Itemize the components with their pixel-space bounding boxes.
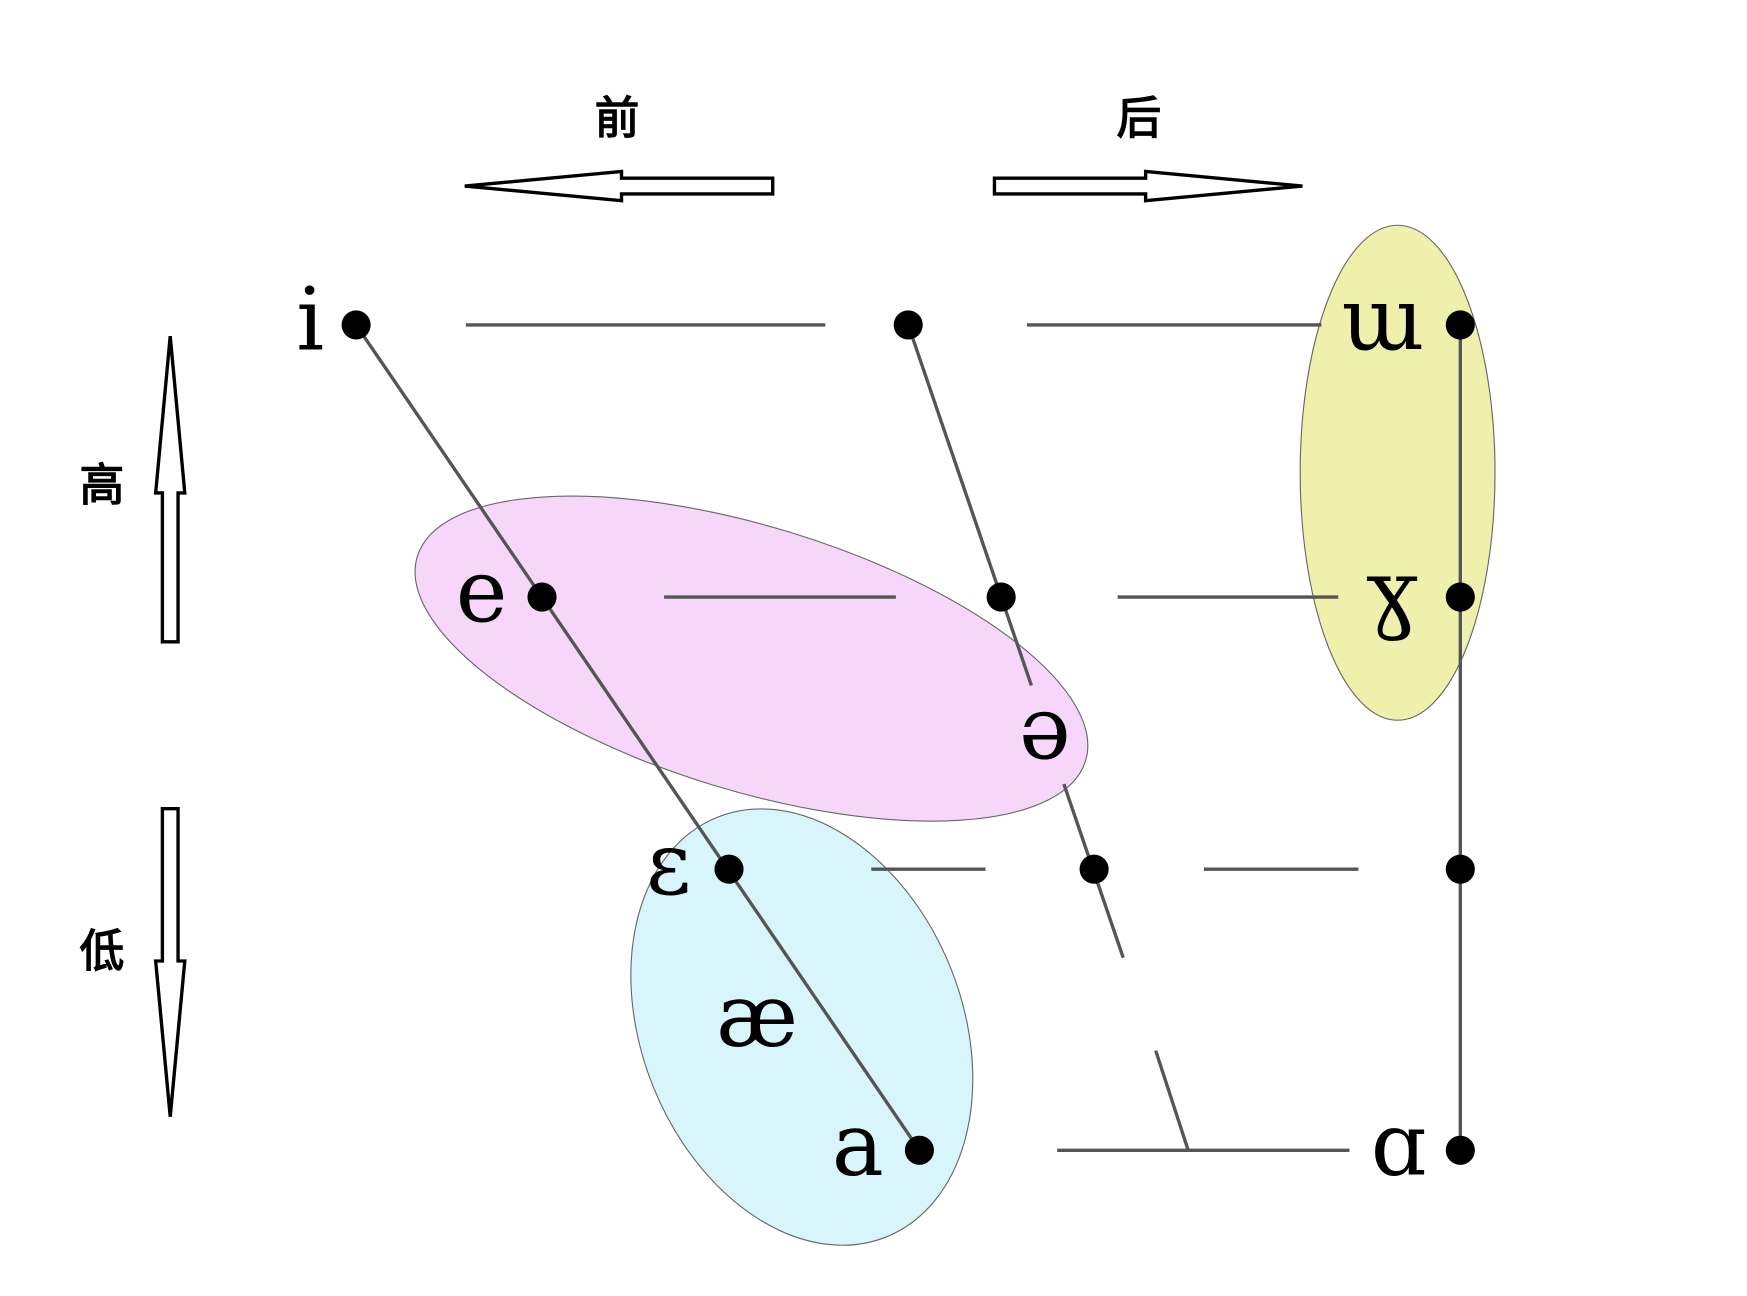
vowel-u-unrounded: ɯ xyxy=(1342,269,1425,371)
vowel-dot-open-mid-back xyxy=(1445,854,1475,884)
vowel-a: a xyxy=(832,1094,884,1196)
down-arrow-icon xyxy=(153,807,187,1117)
left-arrow-icon xyxy=(464,169,775,203)
high-label: 高 xyxy=(80,459,125,512)
vowel-e: e xyxy=(456,541,508,643)
vowel-dot-a xyxy=(904,1135,934,1165)
up-arrow-icon xyxy=(153,335,187,644)
vowel-schwa: ə xyxy=(1019,677,1071,779)
chart-lines xyxy=(354,323,1462,1152)
vowel-dot-open-mid-central xyxy=(1079,854,1109,884)
vowel-dot-high-central xyxy=(893,310,923,340)
front-label: 前 xyxy=(595,91,640,144)
cyan-group-ellipse xyxy=(630,808,974,1246)
vowel-dot-gamma xyxy=(1445,582,1475,612)
vowel-alpha: ɑ xyxy=(1371,1094,1427,1196)
vowel-epsilon: ɛ xyxy=(646,813,691,915)
vowel-ash: æ xyxy=(716,965,798,1067)
back-label: 后 xyxy=(1117,91,1162,144)
vowel-gamma: ɣ xyxy=(1366,541,1418,643)
vowel-dot-u-unrounded xyxy=(1445,310,1475,340)
vowel-dot-mid-central xyxy=(986,582,1016,612)
pink-group-ellipse xyxy=(414,495,1089,822)
right-arrow-icon xyxy=(992,169,1303,203)
vowel-i: i xyxy=(296,269,324,371)
vowel-dot-alpha xyxy=(1445,1135,1475,1165)
vowel-dot-e xyxy=(527,582,557,612)
vowel-dot-i xyxy=(341,310,371,340)
low-label: 低 xyxy=(80,925,125,978)
vowel-dot-epsilon xyxy=(714,854,744,884)
